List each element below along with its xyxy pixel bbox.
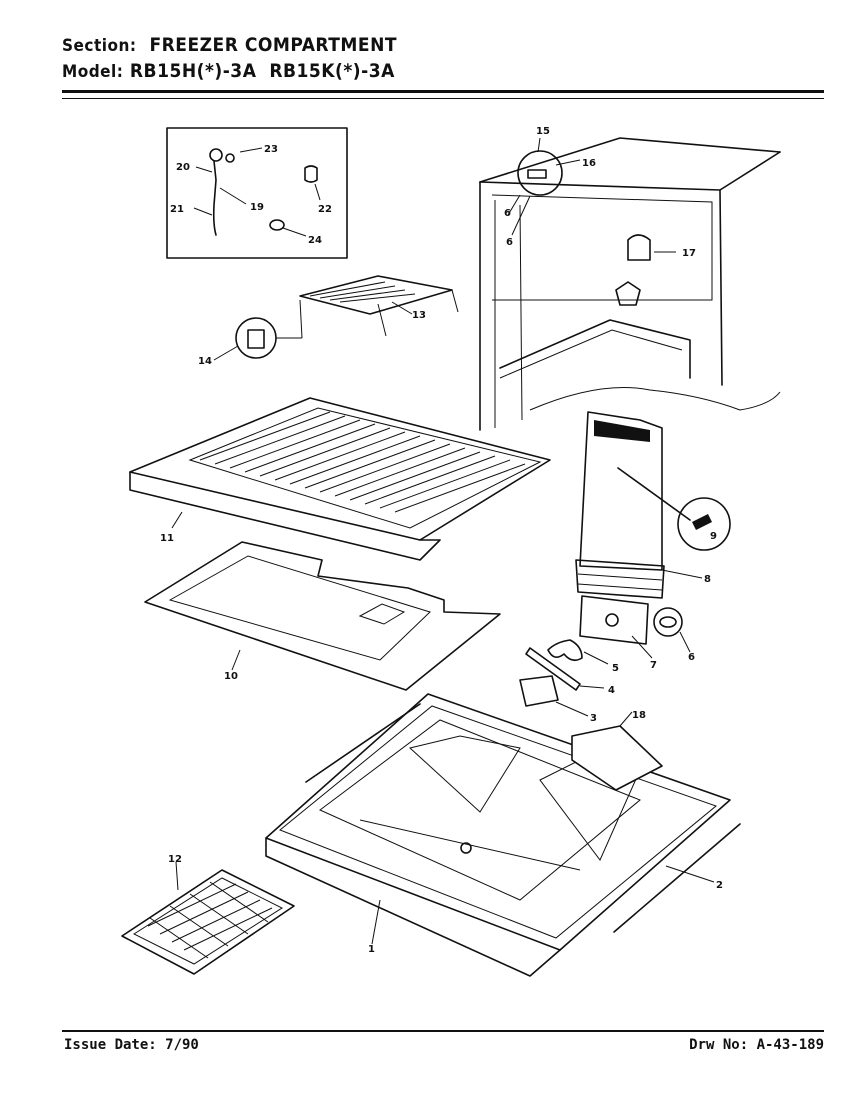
callout-18: 18 <box>632 710 646 721</box>
section-title: FREEZER COMPARTMENT <box>149 34 398 56</box>
callout-22: 22 <box>318 204 332 215</box>
header-rule-thin <box>62 98 824 99</box>
callout-14: 14 <box>198 356 212 367</box>
model-line: Model: RB15H(*)-3A RB15K(*)-3A <box>62 60 395 82</box>
footer-rule <box>62 1030 824 1032</box>
callout-13: 13 <box>412 310 426 321</box>
callout-10: 10 <box>224 671 238 682</box>
shelf-bracket-13 <box>213 275 459 361</box>
model-label: Model: <box>62 62 124 82</box>
fan-assembly <box>519 595 691 717</box>
panel-10 <box>144 541 501 691</box>
evaporator-cover-8 <box>575 411 731 599</box>
callout-17: 17 <box>682 248 696 259</box>
callout-15: 15 <box>536 126 550 137</box>
callout-3: 3 <box>590 713 597 724</box>
callout-6-upper-b: 6 <box>506 237 513 248</box>
section-line: Section: FREEZER COMPARTMENT <box>62 34 397 56</box>
callout-6-upper-a: 6 <box>504 208 511 219</box>
callout-12: 12 <box>168 854 182 865</box>
callout-1: 1 <box>368 944 375 955</box>
issue-date: Issue Date: 7/90 <box>64 1037 199 1053</box>
callout-24: 24 <box>308 235 322 246</box>
callout-8: 8 <box>704 574 711 585</box>
evaporator-pan-1 <box>265 693 741 977</box>
callout-16: 16 <box>582 158 596 169</box>
callout-20: 20 <box>176 162 190 173</box>
model-numbers: RB15H(*)-3A RB15K(*)-3A <box>129 60 395 82</box>
callout-2: 2 <box>716 880 723 891</box>
callout-9: 9 <box>710 531 717 542</box>
callout-21: 21 <box>170 204 184 215</box>
inset-detail-box <box>166 127 348 259</box>
callout-19: 19 <box>250 202 264 213</box>
callout-7: 7 <box>650 660 657 671</box>
callout-11: 11 <box>160 533 174 544</box>
drawing-number: Drw No: A-43-189 <box>689 1037 824 1053</box>
freezer-shelf-11 <box>129 397 551 561</box>
callout-5: 5 <box>612 663 619 674</box>
ice-tray-12 <box>121 861 295 975</box>
callout-6: 6 <box>688 652 695 663</box>
section-label: Section: <box>62 36 137 56</box>
callout-23: 23 <box>264 144 278 155</box>
header-rule-thick <box>62 90 824 93</box>
callout-4: 4 <box>608 685 615 696</box>
freezer-cabinet <box>479 137 781 431</box>
